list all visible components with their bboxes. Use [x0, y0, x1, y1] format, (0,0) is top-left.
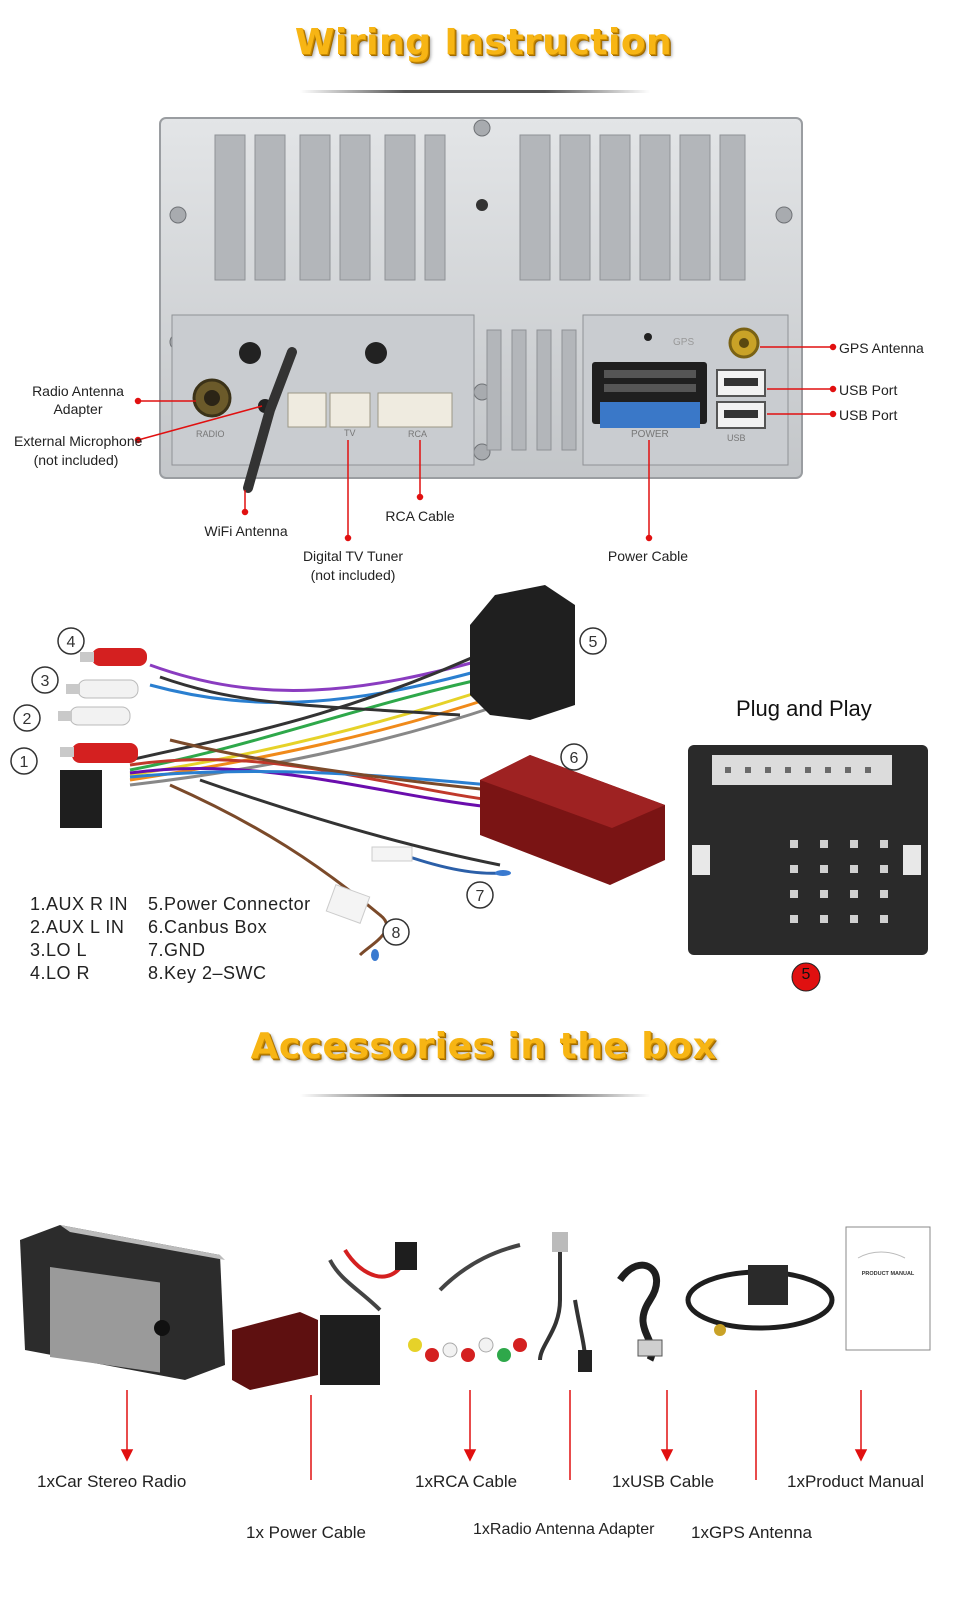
- label-gps-antenna: GPS Antenna: [839, 340, 924, 356]
- label-radio-antenna-adapter: Radio Antenna Adapter: [32, 383, 124, 417]
- label-external-microphone-note: (not included): [33, 452, 119, 468]
- num-7: 7: [476, 888, 485, 905]
- accessory-rca-cable: 1xRCA Cable: [415, 1472, 518, 1491]
- mark-tv: TV: [344, 428, 356, 438]
- legend-item: 1.AUX R IN: [30, 894, 129, 914]
- num-2: 2: [23, 711, 32, 728]
- accessories-title: Accessories in the box: [250, 1026, 717, 1067]
- legend-item: 6.Canbus Box: [148, 917, 268, 937]
- accessory-usb-cable: 1xUSB Cable: [612, 1472, 715, 1491]
- label-wifi-antenna: WiFi Antenna: [204, 523, 288, 539]
- num-1: 1: [20, 754, 29, 771]
- num-3: 3: [41, 673, 50, 690]
- legend-item: 2.AUX L IN: [30, 917, 125, 937]
- mark-power: POWER: [631, 429, 669, 440]
- accessory-radio-antenna-adapter: 1xRadio Antenna Adapter: [473, 1521, 655, 1538]
- legend-item: 5.Power Connector: [148, 894, 311, 914]
- legend-item: 4.LO R: [30, 963, 91, 983]
- mark-rca: RCA: [408, 429, 427, 439]
- accessory-product-manual: 1xProduct Manual: [787, 1472, 925, 1491]
- title-divider: [300, 90, 650, 93]
- label-power-cable: Power Cable: [607, 548, 689, 564]
- plug-badge: 5: [801, 966, 811, 983]
- manual-cover-text: PRODUCT MANUAL: [862, 1271, 915, 1277]
- label-external-microphone: External Microphone: [14, 433, 143, 449]
- legend-item: 3.LO L: [30, 940, 88, 960]
- legend-item: 8.Key 2–SWC: [148, 963, 267, 983]
- legend-left: 1.AUX R IN 2.AUX L IN 3.LO L 4.LO R: [30, 893, 128, 985]
- num-5: 5: [589, 634, 598, 651]
- pointer-lines: [134, 343, 837, 542]
- title-divider: [300, 1094, 650, 1097]
- unit-back-panel-diagram: RADIO TV RCA POWER GPS USB: [134, 117, 837, 542]
- accessory-car-stereo: 1xCar Stereo Radio: [37, 1472, 187, 1491]
- accessory-gps-antenna: 1xGPS Antenna: [691, 1523, 812, 1542]
- accessory-power-cable: 1x Power Cable: [246, 1523, 367, 1542]
- label-digital-tv-tuner-note: (not included): [310, 567, 396, 583]
- num-6: 6: [570, 750, 579, 767]
- legend-item: 7.GND: [148, 940, 206, 960]
- label-usb-port-1: USB Port: [839, 382, 898, 398]
- accessories-illustration: PRODUCT MANUAL: [20, 1225, 931, 1480]
- num-4: 4: [67, 634, 76, 651]
- label-digital-tv-tuner: Digital TV Tuner: [302, 548, 404, 564]
- label-usb-port-2: USB Port: [839, 407, 898, 423]
- num-8: 8: [392, 925, 401, 942]
- mark-gps: GPS: [673, 337, 694, 348]
- legend-right: 5.Power Connector 6.Canbus Box 7.GND 8.K…: [148, 893, 311, 985]
- mark-usb: USB: [727, 433, 746, 443]
- harness-diagram: 1 2 3 4 5 6 7 8: [10, 585, 928, 992]
- mark-radio: RADIO: [196, 429, 225, 439]
- plug-and-play-heading: Plug and Play: [736, 696, 872, 721]
- wiring-title: Wiring Instruction: [294, 22, 673, 63]
- label-rca-cable: RCA Cable: [385, 508, 455, 524]
